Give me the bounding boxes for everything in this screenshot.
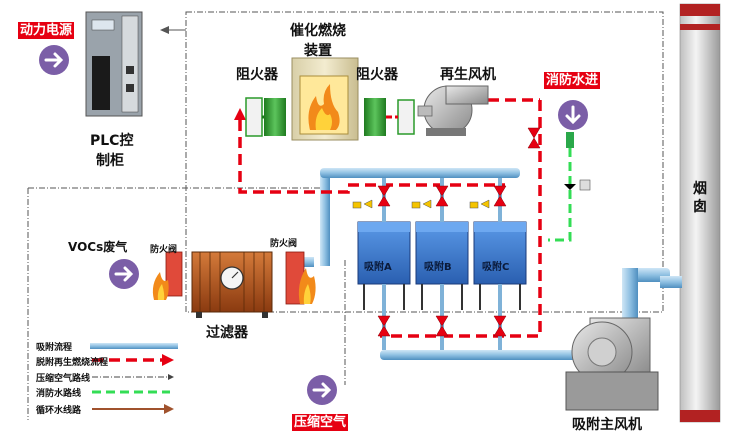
fire-damper-left-label: 防火阀 [150,245,178,255]
legend-lines [90,343,178,414]
power-arrow-icon [39,45,69,75]
filter-label: 过滤器 [206,325,248,341]
legend-adsorption: 吸附流程 [36,343,73,353]
catalytic-burner [291,57,359,141]
fire-damper-right-label: 防火阀 [270,239,298,249]
flame-arrester-left-label: 阻火器 [236,67,278,83]
plc-cabinet-label-2: 制柜 [96,153,124,169]
compressed-air-label: 压缩空气 [292,414,349,431]
vocs-arrow-icon [109,259,139,289]
fire-damper-right [285,251,316,305]
chimney-label-2: 囱 [693,199,707,215]
adsorber-b [415,221,469,310]
adsorber-b-label: 吸附B [424,262,452,273]
catalytic-burner-label-2: 装置 [304,43,332,59]
vocs-gas-label: VOCs废气 [68,240,128,254]
flame-arrester-left [245,97,286,137]
chimney [679,3,721,423]
legend-compressed-air: 压缩空气路线 [36,374,91,384]
power-supply-label: 动力电源 [18,22,75,39]
plc-cabinet [85,11,143,117]
flame-arrester-right-label: 阻火器 [356,67,398,83]
plc-cabinet-label-1: PLC控 [90,133,134,149]
valves [377,127,541,337]
regen-fan [417,85,489,136]
regen-fan-label: 再生风机 [440,67,496,83]
adsorber-a-label: 吸附A [364,262,392,273]
compressed-air-arrow-icon [307,375,337,405]
main-fan-label: 吸附主风机 [572,417,642,433]
filter-unit [191,251,273,318]
adsorber-c [473,221,527,310]
fire-water-valves [564,132,591,191]
desorption-loop [238,98,542,338]
legend-desorption: 脱附再生燃烧流程 [36,358,109,368]
catalytic-burner-label-1: 催化燃烧 [290,23,346,39]
compressed-air-lines [27,11,664,420]
legend-circulating-water: 循环水线路 [36,406,82,416]
fire-water-in-label: 消防水进 [544,72,601,89]
small-valves [352,199,490,209]
fire-damper-left [152,251,183,300]
water-down-arrow-icon [558,100,588,130]
adsorber-a [357,221,411,310]
chimney-label-1: 烟 [693,181,707,197]
main-fan [565,317,659,411]
legend-fire-water: 消防水路线 [36,389,82,399]
flame-arrester-right [364,98,415,136]
fire-water-line [548,148,572,242]
adsorber-c-label: 吸附C [482,262,510,273]
